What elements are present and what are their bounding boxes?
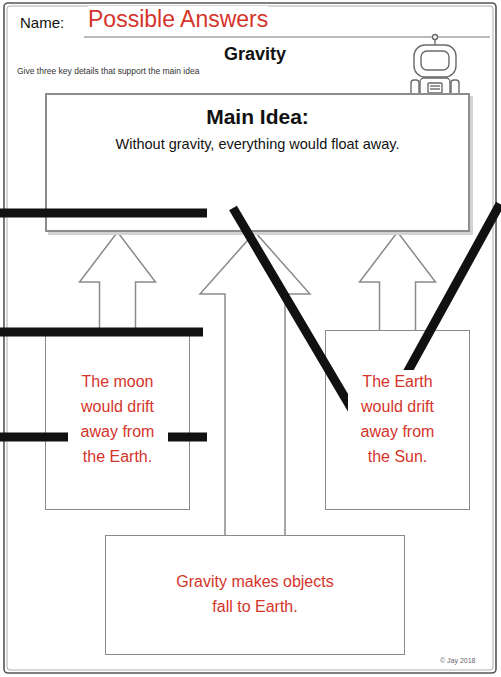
block-arrow xyxy=(200,232,310,535)
block-arrow xyxy=(360,232,436,330)
detail-box: The moon would drift away from the Earth… xyxy=(45,330,190,510)
copyright: © Jay 2018 xyxy=(440,657,476,664)
name-underline xyxy=(84,37,490,38)
main-idea-box: Main Idea: Without gravity, everything wo… xyxy=(45,93,470,232)
instructions: Give three key details that support the … xyxy=(17,66,199,76)
field-label: Name: xyxy=(20,14,64,31)
worksheet-title: Gravity xyxy=(195,44,315,65)
pen-stroke xyxy=(0,209,207,218)
handwritten-answer: Possible Answers xyxy=(88,6,268,33)
detail-box: The Earth would drift away from the Sun. xyxy=(325,330,470,510)
pen-stroke xyxy=(0,433,207,442)
pen-stroke xyxy=(0,328,203,337)
detail-text: Gravity makes objects fall to Earth. xyxy=(162,570,348,620)
block-arrow xyxy=(80,232,156,330)
check-mark xyxy=(233,204,500,440)
detail-text: The moon would drift away from the Earth… xyxy=(68,370,168,469)
heading: Main Idea: xyxy=(204,103,311,130)
main-idea-text: Without gravity, everything would float … xyxy=(114,135,402,154)
page-border-inner xyxy=(7,6,493,670)
detail-box: Gravity makes objects fall to Earth. xyxy=(105,535,405,655)
detail-text: The Earth would drift away from the Sun. xyxy=(348,370,448,469)
page-border xyxy=(4,3,496,673)
